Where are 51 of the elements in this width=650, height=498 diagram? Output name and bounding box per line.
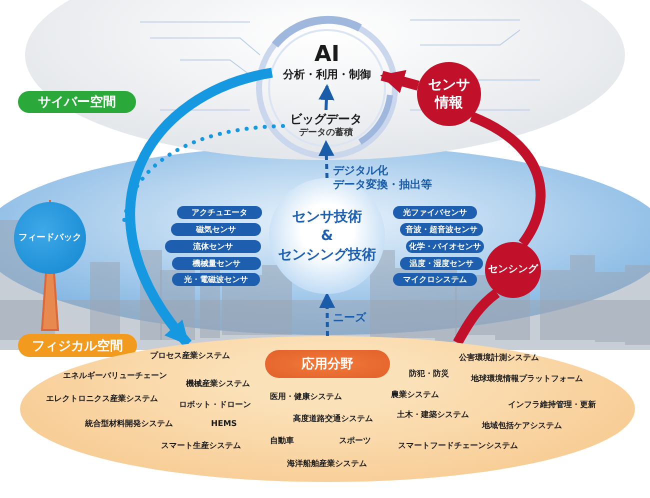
application-name: エネルギーバリューチェーン bbox=[63, 371, 167, 381]
connector-line bbox=[453, 288, 500, 346]
application-name: 機械産業システム bbox=[186, 379, 250, 389]
edge-label: ニーズ bbox=[333, 311, 368, 325]
application-name: 地球環境情報プラットフォーム bbox=[471, 374, 583, 384]
application-name: エレクトロニクス産業システム bbox=[46, 394, 158, 404]
application-name: 農業システム bbox=[391, 390, 439, 400]
connector-line bbox=[122, 124, 285, 224]
application-name: 高度道路交通システム bbox=[293, 414, 373, 424]
sensor-tag: 機械量センサ bbox=[172, 257, 261, 270]
sensor-tag: 光・電磁波センサ bbox=[172, 273, 260, 286]
application-name: 統合型材料開発システム bbox=[85, 419, 173, 429]
application-name: プロセス産業システム bbox=[150, 351, 230, 361]
application-name: インフラ維持管理・更新 bbox=[508, 400, 596, 410]
big-data-label: ビッグデータ bbox=[290, 112, 362, 127]
technology-title: センシング技術 bbox=[278, 246, 376, 264]
big-data-sublabel: データの蓄積 bbox=[299, 127, 353, 140]
application-name: 自動車 bbox=[270, 436, 294, 446]
sensor-tag: アクチュエータ bbox=[177, 206, 262, 219]
application-name: 公害環境計測システム bbox=[459, 353, 539, 363]
arrow bbox=[125, 68, 274, 348]
application-name: スマート生産システム bbox=[161, 441, 241, 451]
arrow bbox=[380, 70, 420, 94]
application-name: 防犯・防災 bbox=[409, 369, 449, 379]
label-pill: サイバー空間 bbox=[18, 91, 136, 113]
ai-title: AI bbox=[314, 43, 340, 67]
application-name: 医用・健康システム bbox=[270, 392, 342, 402]
sensor-tag: 光ファイバセンサ bbox=[393, 206, 477, 219]
arrow bbox=[318, 84, 334, 110]
sensor-tag: マイクロシステム bbox=[393, 273, 477, 286]
sensor-tag: 温度・湿度センサ bbox=[400, 257, 483, 270]
arrow bbox=[319, 292, 336, 336]
technology-title: & bbox=[320, 226, 334, 246]
label-pill: 応用分野 bbox=[265, 350, 390, 378]
sensor-tag: 化学・バイオセンサ bbox=[406, 240, 484, 253]
sensor-tag: 流体センサ bbox=[165, 240, 261, 253]
arrow bbox=[318, 140, 334, 178]
application-name: スポーツ bbox=[339, 436, 371, 446]
application-name: ロボット・ドローン bbox=[179, 400, 251, 410]
edge-label: デジタル化データ変換・抽出等 bbox=[333, 164, 433, 192]
application-name: 海洋船舶産業システム bbox=[287, 459, 367, 469]
label-pill: フィジカル空間 bbox=[18, 334, 137, 357]
connector-line bbox=[470, 112, 546, 246]
technology-title: センサ技術 bbox=[292, 208, 362, 226]
sensor-tag: 磁気センサ bbox=[171, 223, 261, 236]
application-name: 地域包括ケアシステム bbox=[482, 421, 562, 431]
application-name: HEMS bbox=[211, 419, 237, 429]
sensor-tag: 音波・超音波センサ bbox=[400, 223, 483, 236]
ai-subtitle: 分析・利用・制御 bbox=[283, 67, 371, 83]
application-name: 土木・建築システム bbox=[397, 410, 469, 420]
application-name: スマートフードチェーンシステム bbox=[398, 441, 518, 451]
